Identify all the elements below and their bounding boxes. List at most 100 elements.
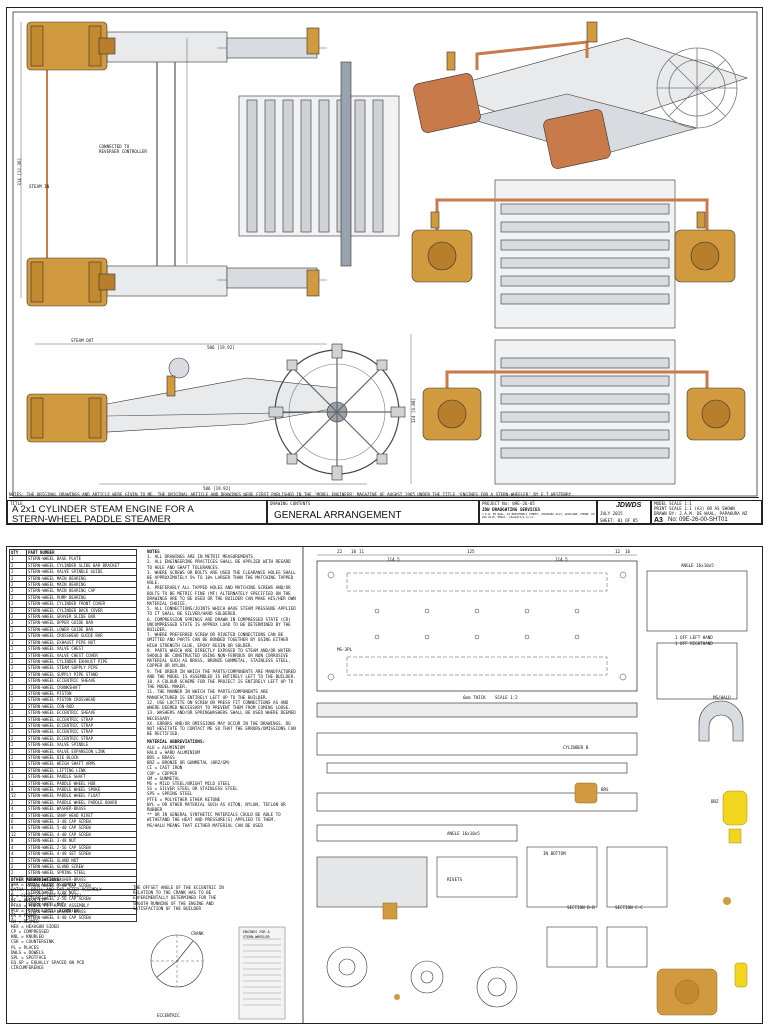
abbreviation-item: EQ.SP = EQUALLY SPACED ON PCD [11,960,85,966]
dim-22: 22 [337,549,343,554]
abbreviation-item: PCD = PITCH CIRCLE DIAMETER [11,908,80,914]
material-title: MATERIAL ABBREVIATIONS: [147,739,205,745]
part-number-cell: STERN-WHEEL MAIN BEARING [26,580,137,589]
off-left-label: 1 OFF LEFT HAND [675,635,713,640]
part-number-cell: STERN-WHEEL SNAP HEAD RIVET [26,811,137,820]
drawing-contents: GENERAL ARRANGEMENT [274,510,402,521]
side-elevation [26,343,406,485]
crank-label: CRANK [191,931,204,936]
angle-label: ANGLE 16x10x5 [681,563,714,568]
drawn-by: DRAWN BY: J.A.M. DE WAAL, PAPAKURA NZ [654,511,748,516]
logo: JDWDS [616,502,642,509]
abbreviation-item: CP = COMPRESSED [11,929,49,935]
part-number-cell: STERN-WHEEL 4-40 CAP SCREW [26,882,137,890]
eccentric-note: THE OFFSET ANGLE OF THE ECCENTRIC IN REL… [133,885,224,911]
part-number-cell: STERN-WHEEL GRAVER SLIDE BAR [26,613,137,621]
part-number-cell: STERN-WHEEL PADDLE WHEEL PADDLE BOARD [26,798,137,807]
rivets-label: RIVETS [447,877,463,882]
paper-size: A3 [654,517,663,524]
dim-10: 10 [351,549,357,554]
notes-title: NOTES [147,549,160,554]
note-item: XX. ERRORS AND/OR OMISSIONS MAY OCCUR IN… [147,720,296,737]
part-number-cell: STERN-WHEEL ECCENTRIC STRAP [26,734,137,743]
part-number-cell: STERN-WHEEL 3-48 NUT [26,837,137,845]
section-bb-label: SECTION B-B [567,905,595,910]
project-no: PROJECT No: 09E-26-05 [482,501,535,506]
part-number-cell: STERN-WHEEL 4-40 CAP SCREW [26,914,137,922]
part-number-cell: STERN-WHEEL ECCENTRIC STRAP [26,721,137,730]
part-number-cell: PART NUMBER [26,548,137,557]
sheet-general-arrangement: CONNECTED TO REVERSER CONTROLLER STEAM I… [6,7,763,525]
date: JULY 2015 [600,511,623,516]
drawing-number: No: 09E-26-00-SHT01 [668,517,728,523]
other-abbreviations: OTHER ABBREVIATIONS: DAA = DRILL AFTER A… [11,877,131,971]
part-number-cell: STERN-WHEEL UPPER GUIDE BAR [26,619,137,627]
material-item: GM = GUNMETAL [147,775,180,781]
dim-bottom-label: 506 [19.92] [203,486,231,491]
front-view [411,179,736,329]
material-item: NYL = OR OTHER MATERIAL SUCH AS VITON, N… [147,801,286,812]
abbreviation-item: HEX = HEXAGON SIDED [11,923,59,929]
note-item: 1. ALL DRAWINGS ARE IN METRIC MEASUREMEN… [147,554,256,560]
sheet-number: SHEET: 01 OF 05 [600,518,638,523]
note-item: 12. USE LOCTITE ON SCREW OR PRESS FIT CO… [147,699,291,711]
part-number-cell: STERN-WHEEL CYLINDER EXHAUST PIPE [26,657,137,666]
eccentric-label: ECCENTRIC [157,1013,180,1018]
title-label: TITLE [10,501,23,506]
part-number-cell: STERN-WHEEL ECCENTRIC SHEAVE [26,677,137,685]
part-number-cell: STERN-WHEEL VALVE CHEST [26,645,137,653]
part-number-cell: STERN-WHEEL ECCENTRIC SHEAVE [26,709,137,717]
steam-in-label: STEAM IN [29,184,50,189]
abbreviation-item: CIRCUMFERENCE [11,965,44,971]
material-item: COP = COPPER [147,770,178,776]
dim-left-label: 314 [12.36] [17,158,22,186]
section-cc-label: SECTION C-C [615,905,643,910]
general-arrangement-drawing [12,11,758,497]
logo-cell: JDWDS JULY 2015 SHEET: 01 OF 05 [597,500,651,524]
abbreviation-item: DWLS = DOWELS [11,949,44,955]
material-item: PTFE = POLYETHER ETHER KETONE [147,796,221,802]
thick-label: 6mm THICK [463,695,486,700]
dim-11: 11 [359,549,365,554]
material-item: MS/HALU MEANS THAT EITHER MATERIAL CAN B… [147,822,263,828]
part-number-cell: STERN-WHEEL CYLINDER SLIDE BAR BRACKET [26,561,137,570]
notes-line: NOTES: THE ORIGINAL DRAWINGS AND ARTICLE… [9,492,759,499]
note-item: 4. PREFERABLY ALL TAPPED HOLES AND MATCH… [147,585,296,607]
part-number-cell: STERN-WHEEL CYLINDER BACK COVER [26,606,137,615]
abbreviation-item: DAA = DRILL AFTER ASSEMBLY [11,882,77,888]
part-number-cell: STERN-WHEEL PADDLE WHEEL FLOAT [26,792,137,800]
note-item: 2. ALL ENGINEERING PRACTICES SHALL BE AP… [147,559,291,570]
scale-label: SCALE 1:2 [495,695,518,700]
